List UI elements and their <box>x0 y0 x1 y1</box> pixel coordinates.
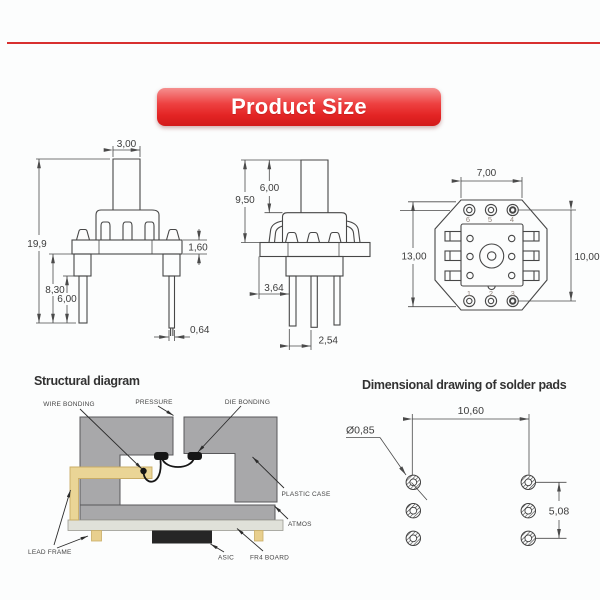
front-dim-pin-long: 8,30 <box>45 285 65 296</box>
pin-number-3: 3 <box>511 289 515 298</box>
label-die-bonding: DIE BONDING <box>225 399 270 406</box>
front-view-drawing: 3,00 19,9 8,30 6,00 1,60 0,64 <box>27 139 210 341</box>
front-dim-total-height: 19,9 <box>27 239 47 250</box>
side-dim-pin-pitch: 2,54 <box>319 336 339 347</box>
pads-dim-row-span: 5,08 <box>549 506 570 518</box>
product-size-banner: Product Size <box>157 88 441 126</box>
pin-number-1: 1 <box>467 289 471 298</box>
label-atmos: ATMOS <box>288 521 312 528</box>
pin-number-6: 6 <box>466 215 470 224</box>
side-dim-port-height: 6,00 <box>260 183 280 194</box>
label-pressure: PRESSURE <box>135 399 173 406</box>
top-view-drawing: 6 5 4 1 2 3 7,00 13,00 10,00 <box>400 168 600 311</box>
red-divider-line <box>7 41 600 44</box>
pin-number-5: 5 <box>488 215 492 224</box>
front-dim-tube-width: 3,00 <box>117 139 137 150</box>
label-plastic-case: PLASTIC CASE <box>282 491 331 498</box>
label-fr4-board: FR4 BOARD <box>250 555 289 562</box>
front-dim-pin-short: 6,00 <box>57 294 77 305</box>
solder-pads-drawing: 10,60 Ø0,85 <box>346 405 569 546</box>
pads-dim-diameter: Ø0,85 <box>346 425 375 437</box>
label-lead-frame: LEAD FRAME <box>28 549 72 556</box>
pin-number-4: 4 <box>510 215 514 224</box>
solder-pads-title: Dimensional drawing of solder pads <box>362 378 567 392</box>
banner-title: Product Size <box>231 94 367 119</box>
top-dim-body-width: 7,00 <box>477 168 497 179</box>
solder-pad-array <box>405 474 536 546</box>
top-dim-pad-span: 10,00 <box>575 252 600 263</box>
side-view-drawing: 6,00 9,50 3,64 2,54 <box>235 159 371 350</box>
front-dim-flange: 1,60 <box>188 243 208 254</box>
label-asic: ASIC <box>218 555 234 562</box>
pads-dim-col-pitch: 10,60 <box>458 405 484 417</box>
side-dim-pin-inset: 3,64 <box>264 283 284 294</box>
pin-number-2: 2 <box>489 289 493 298</box>
front-dim-pin-width: 0,64 <box>190 325 210 336</box>
structural-diagram-title: Structural diagram <box>34 374 140 388</box>
label-wire-bonding: WIRE BONDING <box>43 401 95 408</box>
side-dim-upper-height: 9,50 <box>235 195 255 206</box>
top-dim-overall-height: 13,00 <box>401 252 426 263</box>
structural-diagram: WIRE BONDING PRESSURE DIE BONDING PLASTI… <box>28 399 331 562</box>
